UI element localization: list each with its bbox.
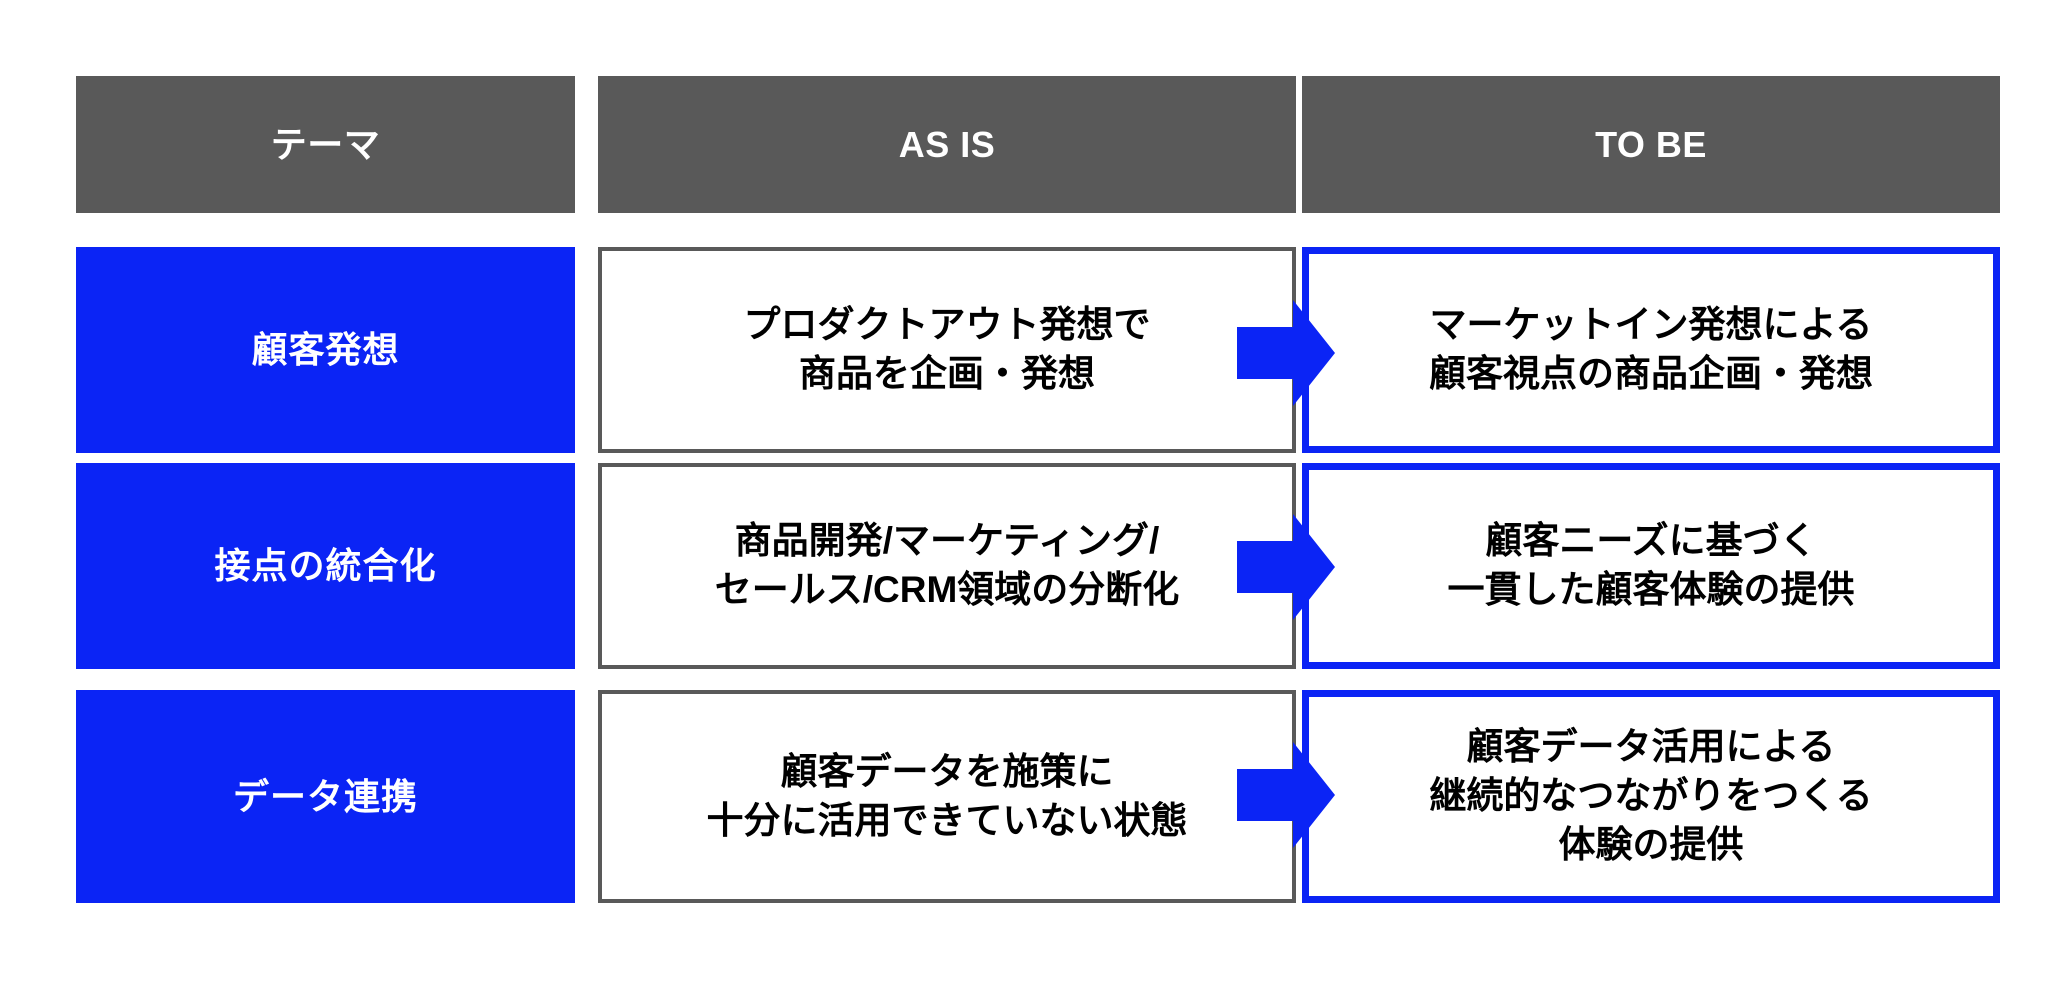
as-is-text-row-2: 商品開発/マーケティング/ セールス/CRM領域の分断化 xyxy=(715,517,1180,615)
theme-label-row-2: 接点の統合化 xyxy=(214,545,437,587)
to-be-line: 顧客ニーズに基づく xyxy=(1485,520,1817,562)
to-be-line: 体験の提供 xyxy=(1558,823,1744,865)
right-arrow-icon-row-1 xyxy=(1237,300,1335,406)
as-is-box-row-3: 顧客データを施策に 十分に活用できていない状態 xyxy=(598,690,1296,903)
as-is-box-row-1: プロダクトアウト発想で 商品を企画・発想 xyxy=(598,247,1296,453)
theme-label-row-1: 顧客発想 xyxy=(251,329,400,371)
right-arrow-icon-row-2 xyxy=(1237,514,1335,620)
to-be-line: マーケットイン発想による xyxy=(1429,304,1873,346)
as-is-line: セールス/CRM領域の分断化 xyxy=(714,569,1180,610)
to-be-box-row-2: 顧客ニーズに基づく 一貫した顧客体験の提供 xyxy=(1302,463,2000,669)
theme-cell-row-2: 接点の統合化 xyxy=(76,463,575,669)
to-be-line: 一貫した顧客体験の提供 xyxy=(1447,569,1855,610)
to-be-line: 継続的なつながりをつくる xyxy=(1429,775,1873,817)
column-header-as-is: AS IS xyxy=(598,76,1296,213)
as-is-line: 顧客データを施策に xyxy=(780,750,1114,792)
theme-cell-row-1: 顧客発想 xyxy=(76,247,575,453)
to-be-line: 顧客視点の商品企画・発想 xyxy=(1429,353,1873,394)
column-header-to-be: TO BE xyxy=(1302,76,2000,213)
to-be-box-row-1: マーケットイン発想による 顧客視点の商品企画・発想 xyxy=(1302,247,2000,453)
as-is-line: 十分に活用できていない状態 xyxy=(706,799,1188,841)
right-arrow-icon-row-3 xyxy=(1237,742,1335,848)
to-be-text-row-1: マーケットイン発想による 顧客視点の商品企画・発想 xyxy=(1429,301,1873,399)
column-header-as-is-label: AS IS xyxy=(898,123,996,165)
column-header-theme: テーマ xyxy=(76,76,575,213)
theme-label-row-3: データ連携 xyxy=(232,775,418,817)
theme-cell-row-3: データ連携 xyxy=(76,690,575,903)
as-is-text-row-3: 顧客データを施策に 十分に活用できていない状態 xyxy=(707,748,1188,846)
column-header-to-be-label: TO BE xyxy=(1595,123,1707,165)
column-header-theme-label: テーマ xyxy=(270,123,381,165)
as-is-line: プロダクトアウト発想で xyxy=(743,304,1151,346)
as-is-box-row-2: 商品開発/マーケティング/ セールス/CRM領域の分断化 xyxy=(598,463,1296,669)
as-is-line: 商品を企画・発想 xyxy=(799,353,1095,394)
as-is-line: 商品開発/マーケティング/ xyxy=(734,520,1160,562)
as-is-text-row-1: プロダクトアウト発想で 商品を企画・発想 xyxy=(744,301,1151,399)
to-be-line: 顧客データ活用による xyxy=(1466,726,1836,768)
to-be-text-row-2: 顧客ニーズに基づく 一貫した顧客体験の提供 xyxy=(1448,517,1855,615)
to-be-box-row-3: 顧客データ活用による 継続的なつながりをつくる 体験の提供 xyxy=(1302,690,2000,903)
to-be-text-row-3: 顧客データ活用による 継続的なつながりをつくる 体験の提供 xyxy=(1429,723,1872,869)
